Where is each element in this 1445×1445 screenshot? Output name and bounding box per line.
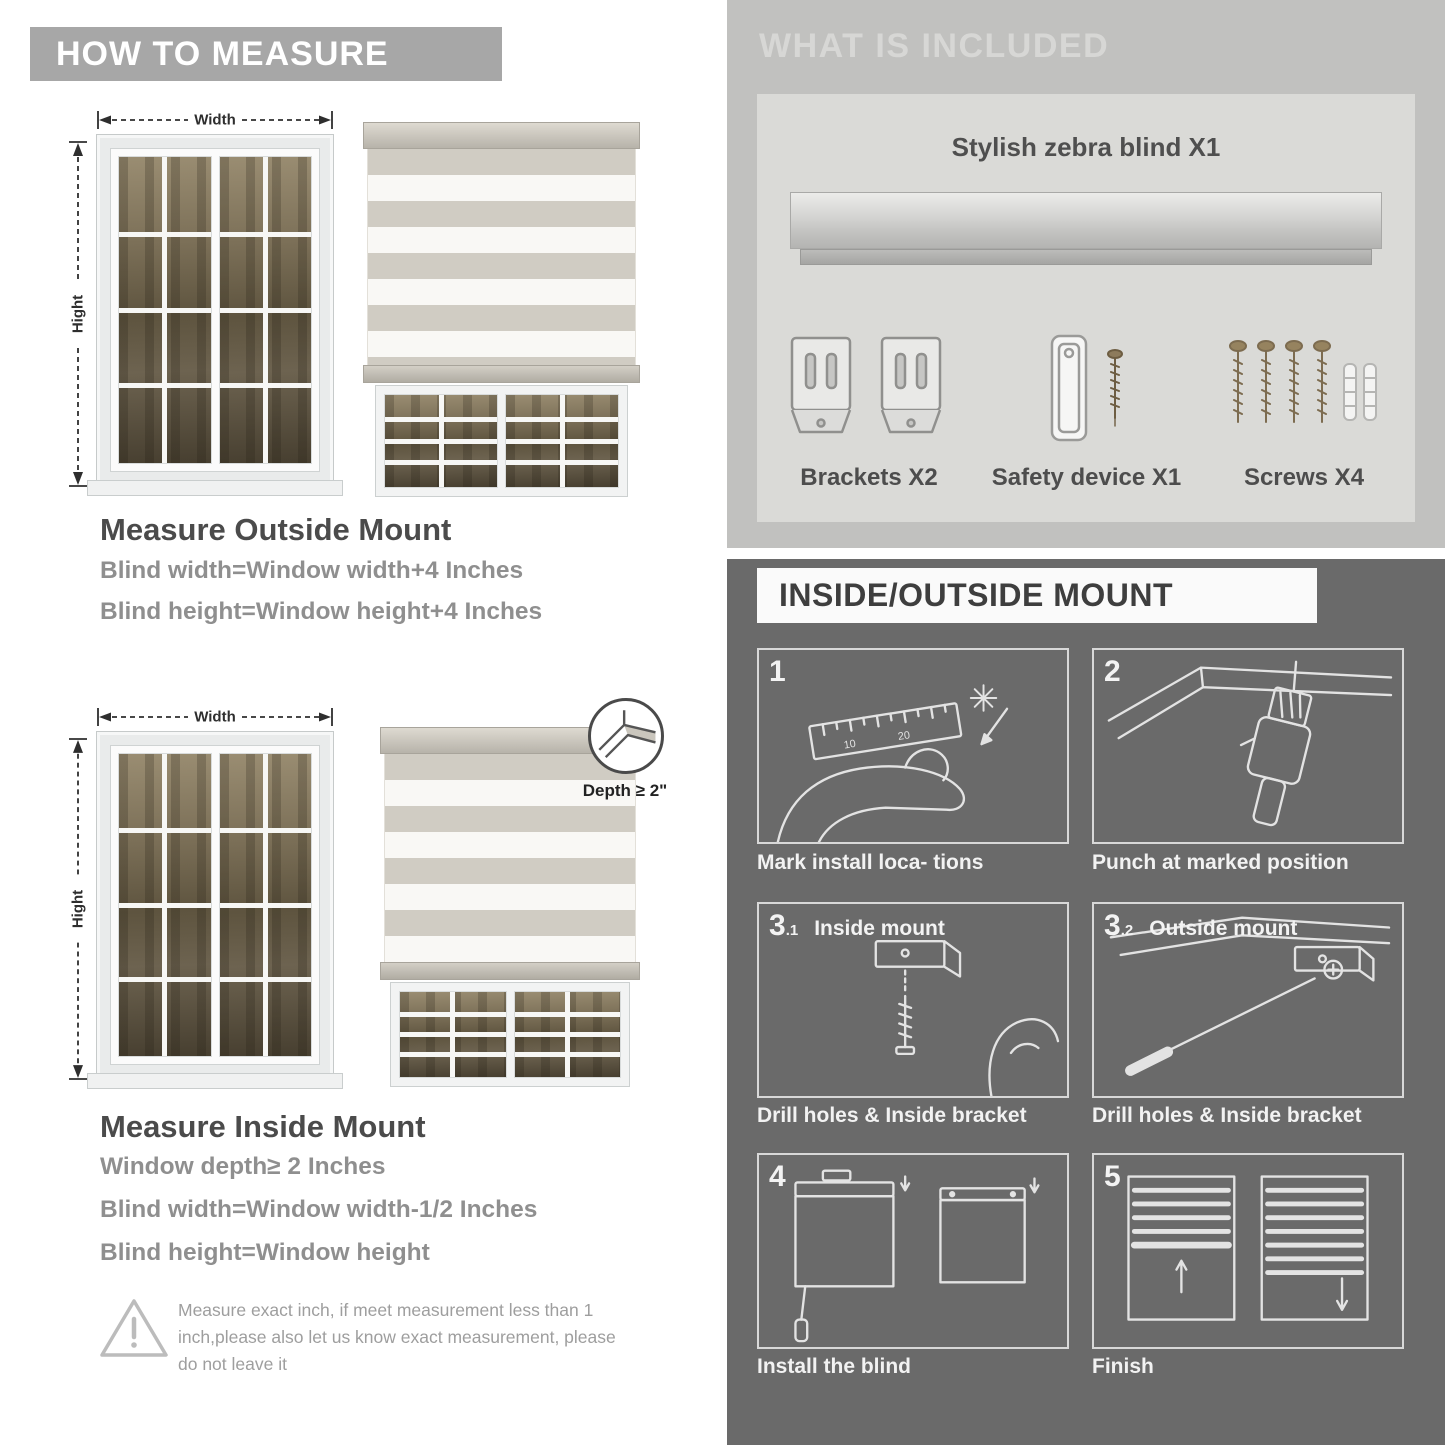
blind-stripes bbox=[367, 149, 636, 365]
width-label: Width bbox=[189, 111, 241, 129]
step-panel-2: 2 bbox=[1092, 648, 1404, 844]
outside-mount-rule-width: Blind width=Window width+4 Inches bbox=[100, 557, 524, 584]
step-panel-4: 4 bbox=[757, 1153, 1069, 1349]
outside-mount-rule-height: Blind height=Window height+4 Inches bbox=[100, 598, 543, 625]
illustration-mark-locations: 10 20 bbox=[776, 684, 1009, 842]
included-panel: Stylish zebra blind X1 bbox=[757, 94, 1415, 522]
mount-instructions-section: INSIDE/OUTSIDE MOUNT 10 20 bbox=[727, 559, 1445, 1445]
step-title: Inside mount bbox=[814, 917, 945, 940]
inside-mount-heading: Measure Inside Mount bbox=[100, 1109, 426, 1144]
zebra-blind-illustration-outside bbox=[363, 122, 640, 497]
width-label: Width bbox=[189, 708, 241, 726]
window-sash bbox=[399, 991, 507, 1078]
window-sill bbox=[87, 480, 343, 496]
inside-mount-rule-depth: Window depth≥ 2 Inches bbox=[100, 1153, 386, 1180]
height-label: Hight bbox=[69, 289, 87, 339]
window-sash bbox=[384, 394, 498, 488]
what-is-included-title: WHAT IS INCLUDED bbox=[759, 27, 1110, 65]
included-item-safety-device: Safety device X1 bbox=[979, 332, 1194, 492]
window-glass bbox=[110, 148, 320, 472]
illustration-outside-bracket bbox=[1109, 916, 1391, 1076]
step-number: 1 bbox=[769, 655, 786, 688]
product-name: Stylish zebra blind X1 bbox=[951, 132, 1221, 162]
step-caption-2: Punch at marked position bbox=[1092, 851, 1349, 874]
blind-cassette bbox=[363, 122, 640, 149]
brackets-label: Brackets X2 bbox=[800, 464, 938, 491]
warning-icon bbox=[100, 1299, 168, 1357]
window-illustration-inside bbox=[87, 731, 343, 1089]
height-arrow-icon bbox=[69, 141, 87, 487]
included-item-screws: Screws X4 bbox=[1205, 332, 1403, 492]
illustration-inside-bracket bbox=[874, 940, 1060, 1096]
mount-title: INSIDE/OUTSIDE MOUNT bbox=[779, 577, 1174, 613]
mount-banner: INSIDE/OUTSIDE MOUNT bbox=[757, 568, 1317, 623]
blind-stripes bbox=[384, 754, 636, 962]
step-panel-1: 10 20 1 bbox=[757, 648, 1069, 844]
step-title: Outside mount bbox=[1149, 917, 1298, 940]
window-illustration-outside bbox=[87, 134, 343, 496]
what-is-included-section: WHAT IS INCLUDED Stylish zebra blind X1 bbox=[727, 0, 1445, 548]
blind-headrail-image bbox=[790, 192, 1382, 249]
window-sill bbox=[87, 1073, 343, 1089]
step-number: 2 bbox=[1104, 655, 1121, 688]
screws-icon bbox=[1229, 340, 1377, 423]
step-caption-3-2: Drill holes & Inside bracket bbox=[1092, 1104, 1362, 1127]
window-sash bbox=[218, 156, 312, 464]
width-arrow-icon bbox=[97, 708, 333, 726]
width-arrow: Width bbox=[96, 110, 334, 130]
how-to-measure-banner: HOW TO MEASURE bbox=[30, 27, 502, 81]
included-item-brackets: Brackets X2 bbox=[769, 332, 969, 492]
blind-headrail-valance bbox=[800, 249, 1372, 265]
step-caption-1: Mark install loca- tions bbox=[757, 851, 984, 874]
safety-device-icon bbox=[1050, 334, 1123, 442]
outside-mount-heading: Measure Outside Mount bbox=[100, 512, 452, 547]
window-sash bbox=[218, 753, 312, 1057]
window-behind-blind bbox=[375, 385, 628, 497]
height-arrow: Hight bbox=[67, 140, 89, 488]
brackets-icon bbox=[790, 336, 942, 434]
window-sash bbox=[513, 991, 621, 1078]
step-panel-5: 5 bbox=[1092, 1153, 1404, 1349]
blind-bottom-rail bbox=[363, 365, 640, 383]
svg-text:20: 20 bbox=[897, 729, 911, 743]
depth-label: Depth ≥ 2" bbox=[582, 781, 668, 800]
screws-label: Screws X4 bbox=[1243, 464, 1365, 491]
step-caption-5: Finish bbox=[1092, 1355, 1154, 1378]
height-arrow: Hight bbox=[67, 737, 89, 1081]
height-label: Hight bbox=[69, 884, 87, 934]
window-sash bbox=[118, 753, 212, 1057]
height-arrow-icon bbox=[69, 738, 87, 1080]
illustration-install-blind bbox=[794, 1169, 1040, 1343]
blind-bottom-rail bbox=[380, 962, 640, 980]
safety-device-label: Safety device X1 bbox=[991, 464, 1182, 491]
width-arrow: Width bbox=[96, 707, 334, 727]
how-to-measure-title: HOW TO MEASURE bbox=[56, 35, 389, 73]
depth-callout-circle bbox=[588, 698, 664, 774]
window-sash bbox=[118, 156, 212, 464]
step-caption-4: Install the blind bbox=[757, 1355, 912, 1378]
step-number: 5 bbox=[1104, 1160, 1121, 1193]
window-behind-blind bbox=[390, 982, 630, 1087]
inside-mount-rule-width: Blind width=Window width-1/2 Inches bbox=[100, 1196, 538, 1223]
measurement-warning-text: Measure exact inch, if meet measurement … bbox=[178, 1300, 616, 1374]
svg-text:10: 10 bbox=[843, 738, 857, 752]
illustration-finish bbox=[1127, 1175, 1369, 1321]
illustration-drill-position bbox=[1107, 660, 1393, 827]
inside-mount-rule-height: Blind height=Window height bbox=[100, 1239, 430, 1266]
window-corner-zoom-icon bbox=[598, 710, 656, 759]
step-caption-3-1: Drill holes & Inside bracket bbox=[757, 1104, 1027, 1127]
window-glass bbox=[110, 745, 320, 1065]
width-arrow-icon bbox=[97, 111, 333, 129]
window-sash bbox=[505, 394, 619, 488]
step-number: 4 bbox=[769, 1160, 786, 1193]
